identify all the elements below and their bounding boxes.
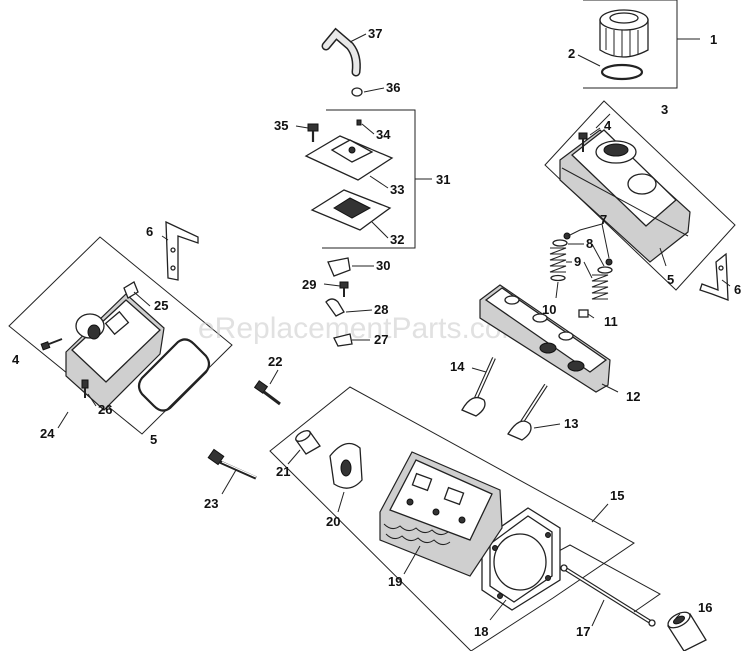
callout-21: 21 (276, 464, 290, 479)
callout-24: 24 (40, 426, 55, 441)
bolt-22 (253, 380, 281, 406)
screw-4-left (40, 338, 63, 351)
grommet-25 (123, 281, 139, 299)
callout-28: 28 (374, 302, 388, 317)
bolt-23 (207, 448, 257, 480)
callout-6a: 6 (146, 224, 153, 239)
head-gasket-18 (481, 507, 561, 611)
spacer-21 (295, 430, 321, 455)
leader-lines (57, 33, 731, 627)
group-box-31 (322, 109, 416, 249)
group-box-15 (269, 386, 635, 651)
callout-30: 30 (376, 258, 390, 273)
callout-31: 31 (436, 172, 450, 187)
callout-26: 26 (98, 402, 112, 417)
breather-cover-33 (304, 135, 394, 181)
grommet-36 (351, 87, 363, 97)
callout-7: 7 (600, 212, 607, 227)
callout-13: 13 (564, 416, 578, 431)
callout-27: 27 (374, 332, 388, 347)
callout-20: 20 (326, 514, 340, 529)
bracket-6-right (699, 252, 729, 301)
spring-retainer-8 (552, 239, 613, 274)
callout-12: 12 (626, 389, 640, 404)
spring-seat-10 (550, 274, 566, 282)
clip-34 (356, 119, 362, 126)
filter-30 (327, 257, 351, 277)
breather-tube-37 (321, 27, 361, 77)
callout-17: 17 (576, 624, 590, 639)
breather-gasket-32 (310, 189, 392, 231)
tube-16 (667, 611, 707, 651)
callout-14: 14 (450, 359, 465, 374)
callout-5b: 5 (150, 432, 157, 447)
oil-fill-cap (599, 9, 649, 58)
callout-34: 34 (376, 127, 391, 142)
reed-retainer-28 (325, 298, 345, 317)
callout-18: 18 (474, 624, 488, 639)
exhaust-valve-13 (507, 383, 548, 441)
callout-25: 25 (154, 298, 168, 313)
callout-10: 10 (542, 302, 556, 317)
valve-keeper-7 (563, 232, 613, 266)
cylinder-head-upper-12 (479, 284, 611, 393)
reed-27 (333, 333, 353, 347)
callout-3: 3 (661, 102, 668, 117)
callout-4b: 4 (12, 352, 20, 367)
callout-11: 11 (604, 314, 618, 329)
callout-9: 9 (574, 254, 581, 269)
push-rod-17 (560, 564, 656, 627)
o-ring (600, 63, 644, 81)
valve-cover-gasket-5 (137, 338, 211, 412)
callout-29: 29 (302, 277, 316, 292)
screw-35 (307, 123, 319, 142)
intake-valve-14 (461, 357, 496, 417)
callout-22: 22 (268, 354, 282, 369)
cylinder-head-19 (379, 451, 503, 577)
callout-19: 19 (388, 574, 402, 589)
callout-37: 37 (368, 26, 382, 41)
callout-16: 16 (698, 600, 712, 615)
callout-5a: 5 (667, 272, 674, 287)
bracket-6-left (165, 220, 199, 281)
valve-cover-right (559, 129, 691, 263)
valve-spring-9 (549, 247, 609, 300)
screw-4-upper (578, 132, 588, 152)
deflector-20 (329, 442, 363, 489)
callout-4a: 4 (604, 118, 612, 133)
fitting-26 (81, 379, 89, 398)
callout-32: 32 (390, 232, 404, 247)
callout-8: 8 (586, 236, 593, 251)
callout-23: 23 (204, 496, 218, 511)
callout-6b: 6 (734, 282, 741, 297)
callout-35: 35 (274, 118, 288, 133)
group-box-3 (544, 100, 736, 291)
screw-29 (339, 281, 349, 297)
valve-stem-seal-11 (578, 309, 589, 318)
callout-36: 36 (386, 80, 400, 95)
callout-1: 1 (710, 32, 717, 47)
callout-33: 33 (390, 182, 404, 197)
callout-2: 2 (568, 46, 575, 61)
callout-15: 15 (610, 488, 624, 503)
valve-cover-left (65, 293, 165, 411)
group-box-1 (583, 0, 678, 89)
